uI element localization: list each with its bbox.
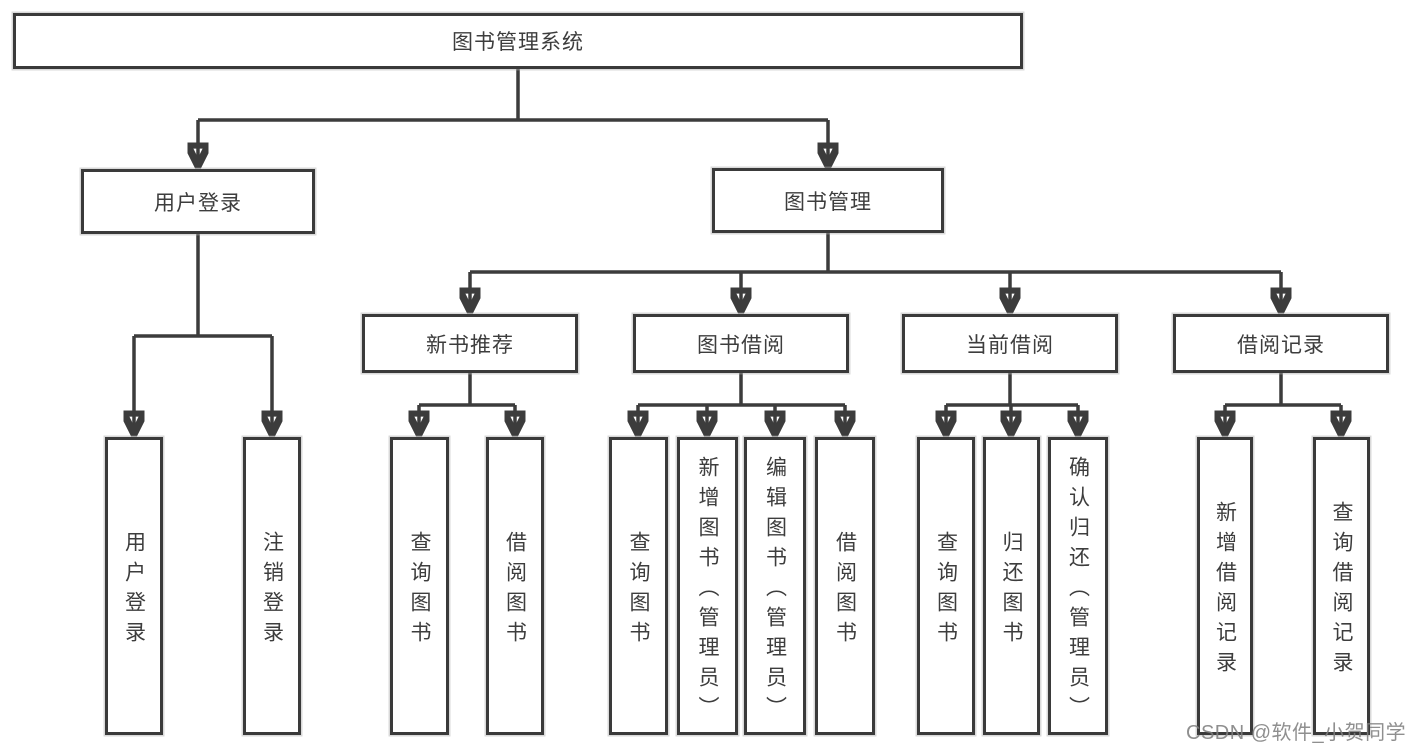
node-borrowing-records: 借阅记录: [1173, 314, 1389, 373]
connector-borrowing-records: [1225, 373, 1341, 434]
leaf-add-books-admin: 新增图书（管理员）: [677, 437, 738, 735]
node-book-management: 图书管理: [712, 168, 944, 233]
leaf-recommend-query-books: 查询图书: [390, 437, 449, 735]
leaf-recommend-query-books-label: 查询图书: [408, 530, 431, 651]
node-library-system-label: 图书管理系统: [452, 31, 584, 54]
node-library-system: 图书管理系统: [13, 13, 1023, 69]
connector-current-borrowing: [946, 373, 1078, 434]
node-book-borrowing-label: 图书借阅: [697, 333, 785, 357]
node-user-login-label: 用户登录: [154, 191, 242, 215]
leaf-edit-books-admin-label: 编辑图书（管理员）: [763, 455, 787, 726]
leaf-borrowing-borrow-books: 借阅图书: [815, 437, 875, 735]
watermark: CSDN @软件_小贺同学: [1186, 722, 1405, 744]
connector-user-login: [134, 234, 272, 434]
leaf-add-borrow-record-label: 新增借阅记录: [1213, 500, 1237, 681]
leaf-confirm-return-admin: 确认归还（管理员）: [1048, 437, 1108, 735]
connector-book-borrowing: [638, 373, 845, 434]
connector-book-management: [470, 233, 1281, 311]
leaf-confirm-return-admin-label: 确认归还（管理员）: [1066, 455, 1090, 726]
leaf-user-login-label: 用户登录: [122, 530, 146, 651]
leaf-user-login: 用户登录: [105, 437, 163, 735]
node-book-management-label: 图书管理: [784, 190, 872, 214]
leaf-logout-login-label: 注销登录: [260, 530, 284, 651]
leaf-borrowing-query-books: 查询图书: [609, 437, 668, 735]
node-new-book-recommendation-label: 新书推荐: [426, 333, 514, 357]
node-book-borrowing: 图书借阅: [633, 314, 849, 373]
node-new-book-recommendation: 新书推荐: [362, 314, 578, 373]
leaf-query-borrow-record: 查询借阅记录: [1313, 437, 1370, 735]
leaf-recommend-borrow-books-label: 借阅图书: [503, 530, 527, 651]
leaf-add-borrow-record: 新增借阅记录: [1197, 437, 1253, 735]
leaf-add-books-admin-label: 新增图书（管理员）: [696, 455, 719, 726]
leaf-return-books-label: 归还图书: [1000, 530, 1023, 651]
node-current-borrowing-label: 当前借阅: [966, 333, 1054, 357]
connector-new-book-recommendation: [419, 373, 515, 434]
leaf-borrowing-borrow-books-label: 借阅图书: [833, 530, 857, 651]
leaf-return-books: 归还图书: [983, 437, 1040, 735]
leaf-query-borrow-record-label: 查询借阅记录: [1330, 500, 1353, 681]
leaf-edit-books-admin: 编辑图书（管理员）: [744, 437, 806, 735]
leaf-borrowing-query-books-label: 查询图书: [627, 530, 650, 651]
leaf-recommend-borrow-books: 借阅图书: [486, 437, 544, 735]
leaf-current-query-books: 查询图书: [917, 437, 975, 735]
node-user-login: 用户登录: [81, 169, 315, 234]
leaf-logout-login: 注销登录: [243, 437, 301, 735]
leaf-current-query-books-label: 查询图书: [934, 530, 958, 651]
node-current-borrowing: 当前借阅: [902, 314, 1118, 373]
connector-root: [198, 69, 828, 166]
node-borrowing-records-label: 借阅记录: [1237, 333, 1325, 357]
